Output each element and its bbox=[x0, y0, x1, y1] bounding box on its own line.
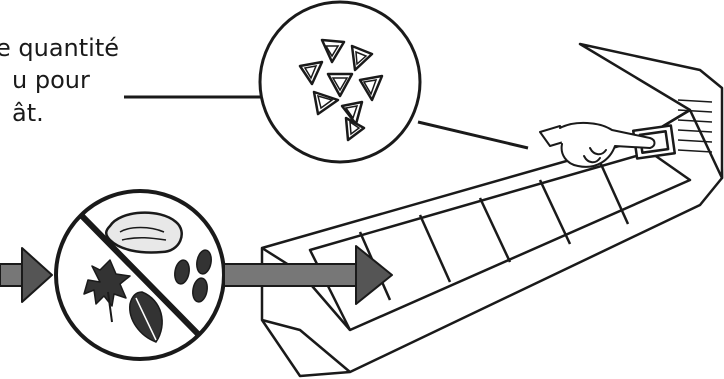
caption-line-2: u pour bbox=[12, 66, 90, 94]
litter-box-icon bbox=[260, 42, 724, 378]
caption-line-3: ât. bbox=[12, 99, 44, 127]
pointing-hand-icon bbox=[539, 122, 656, 168]
pointer-line bbox=[417, 120, 529, 150]
caption-line-1: e quantité bbox=[0, 34, 120, 62]
pellets-icon bbox=[258, 0, 422, 164]
prohibited-food-icon bbox=[54, 189, 226, 361]
right-arrow-icon bbox=[223, 245, 393, 305]
left-arrow-icon bbox=[0, 247, 53, 303]
